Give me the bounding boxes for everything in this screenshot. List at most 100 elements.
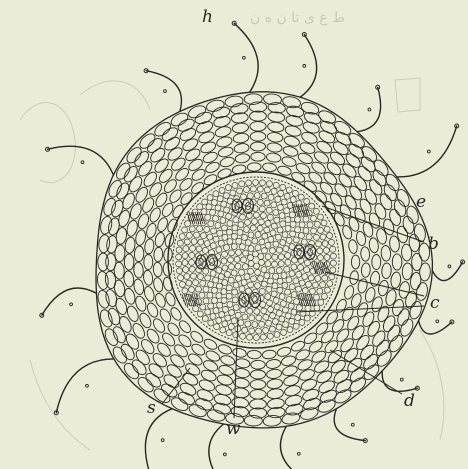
stele-cell	[298, 194, 304, 200]
stele-cell	[266, 207, 272, 213]
cortex-cell	[153, 247, 163, 262]
stele-cell	[264, 200, 270, 206]
stele-cell	[235, 263, 241, 269]
cortex-cell	[343, 285, 355, 301]
stele-cell	[233, 217, 239, 223]
stele-cell	[210, 271, 216, 277]
stele-cell	[232, 289, 238, 295]
stele-cell	[271, 291, 277, 297]
stele-cell	[229, 310, 235, 316]
cortex-cell	[384, 289, 397, 307]
stele-cell	[231, 270, 237, 276]
cortex-cell	[419, 263, 431, 282]
stele-cell	[296, 305, 302, 311]
stele-cell	[221, 258, 227, 264]
stele-cell	[277, 227, 283, 233]
cortex-cell	[218, 364, 235, 377]
stele-cell	[239, 244, 245, 250]
stele-cell	[240, 214, 246, 220]
cortex-cell	[385, 323, 402, 343]
stele-cell	[249, 328, 255, 334]
stele-cell	[293, 278, 299, 284]
stele-cell	[290, 197, 296, 203]
stele-cell	[283, 246, 289, 252]
cortex-cell	[281, 364, 298, 377]
stele-cell	[221, 225, 227, 231]
cortex-cell	[178, 381, 198, 398]
soil-particle	[351, 423, 354, 426]
cortex-cell	[187, 157, 204, 173]
stele-cell	[309, 203, 315, 209]
stele-cell	[208, 281, 214, 287]
stele-cell	[263, 327, 269, 333]
stele-cell	[257, 186, 263, 192]
stele-cell	[236, 250, 242, 256]
stele-cell	[186, 280, 192, 286]
soil-particle	[81, 161, 84, 164]
stele-cell	[302, 288, 308, 294]
stele-cell	[190, 245, 196, 251]
cortex-cell	[364, 286, 377, 303]
stele-cell	[267, 333, 273, 339]
cortex-cell	[148, 206, 162, 223]
stele-cell	[200, 233, 206, 239]
phloem-hatch	[318, 262, 322, 274]
stele-cell	[254, 263, 260, 269]
stele-cell	[224, 207, 230, 213]
stele-cell	[318, 255, 324, 261]
cortex-cell	[266, 152, 282, 163]
stele-cell	[194, 232, 200, 238]
root-hair	[56, 359, 114, 413]
cortex-cell	[349, 270, 359, 285]
stele-cell	[182, 288, 188, 294]
stele-cell	[227, 220, 233, 226]
soil-particle	[297, 452, 300, 455]
stele-cell	[271, 188, 277, 194]
cortex-cell	[98, 253, 109, 271]
stele-cell	[306, 281, 312, 287]
stele-cell	[248, 246, 254, 252]
stele-cell	[280, 301, 286, 307]
cortex-cell	[114, 161, 133, 182]
cortex-cell	[111, 325, 128, 345]
stele-cell	[258, 276, 264, 282]
cortex-cell	[392, 254, 402, 270]
stele-cell	[226, 213, 232, 219]
cortex-cell	[262, 350, 277, 360]
root-hair	[419, 321, 452, 334]
cortex-cell	[224, 95, 243, 108]
stele-cell	[222, 265, 228, 271]
label-c: c	[430, 295, 440, 312]
cortex-cell	[373, 202, 388, 221]
stele-cell	[253, 335, 259, 341]
stele-cell	[238, 222, 244, 228]
stele-cell	[207, 292, 213, 298]
xylem-vessel	[294, 245, 304, 259]
soil-particle	[448, 265, 451, 268]
stele-cell	[287, 327, 293, 333]
cortex-cell	[139, 337, 156, 356]
stele-cell	[235, 276, 241, 282]
cortex-cell	[202, 337, 218, 351]
stele-cell	[295, 217, 301, 223]
stele-cell	[248, 261, 254, 267]
stele-cell	[245, 219, 251, 225]
stele-cell	[280, 240, 286, 246]
stele-cell	[200, 280, 206, 286]
cortex-cell	[398, 317, 415, 338]
cortex-cell	[317, 128, 337, 145]
stele-cell	[222, 321, 228, 327]
cortex-cell	[173, 166, 190, 183]
cortex-cell	[250, 380, 266, 389]
stele-cell	[256, 328, 262, 334]
stele-cell	[237, 229, 243, 235]
cortex-cell	[133, 278, 145, 295]
cortex-cell	[251, 152, 265, 161]
stele-cell	[330, 253, 336, 259]
cortex-cell	[250, 122, 266, 132]
stele-cell	[248, 268, 254, 274]
stele-cell	[206, 204, 212, 210]
stele-cell	[217, 302, 223, 308]
cortex-cell	[122, 164, 140, 184]
stele-cell	[242, 264, 248, 270]
